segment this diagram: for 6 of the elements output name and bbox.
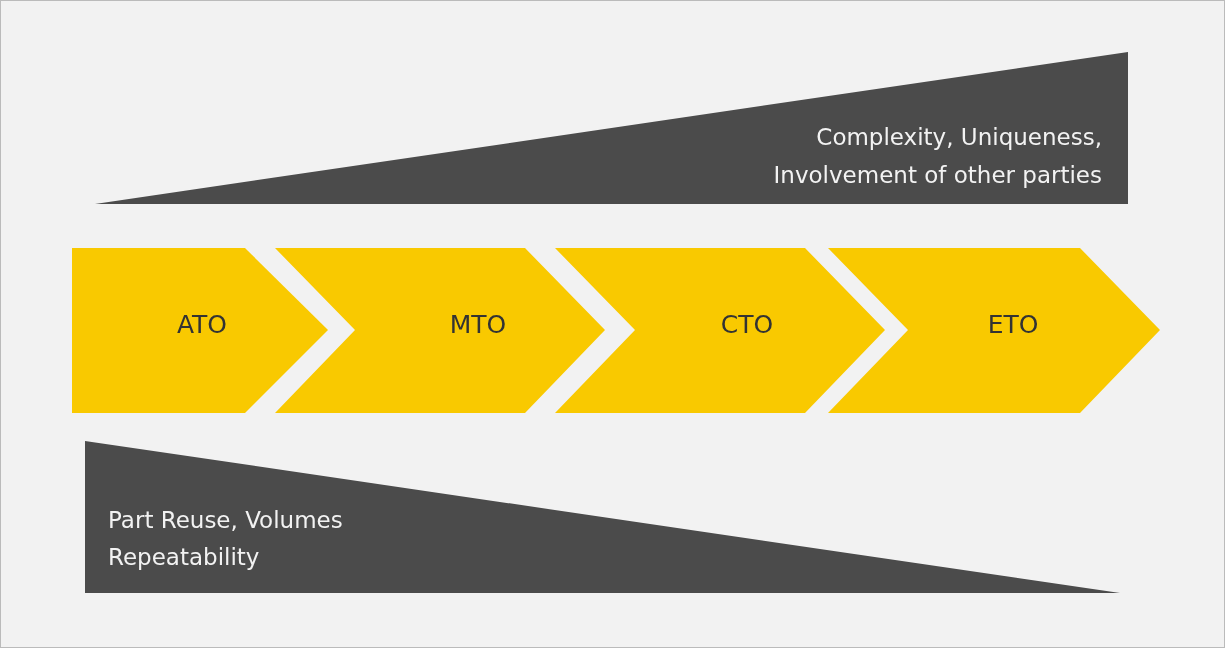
chevron-label: MTO: [448, 310, 508, 339]
chevron-label: ETO: [986, 310, 1040, 339]
wedge-label: Part Reuse, Volumes Repeatability: [108, 506, 344, 572]
chevron-label: CTO: [719, 310, 775, 339]
chevron-label: ATO: [175, 310, 229, 339]
wedge-label: Complexity, Uniqueness, Involvement of other parties: [772, 123, 1102, 190]
